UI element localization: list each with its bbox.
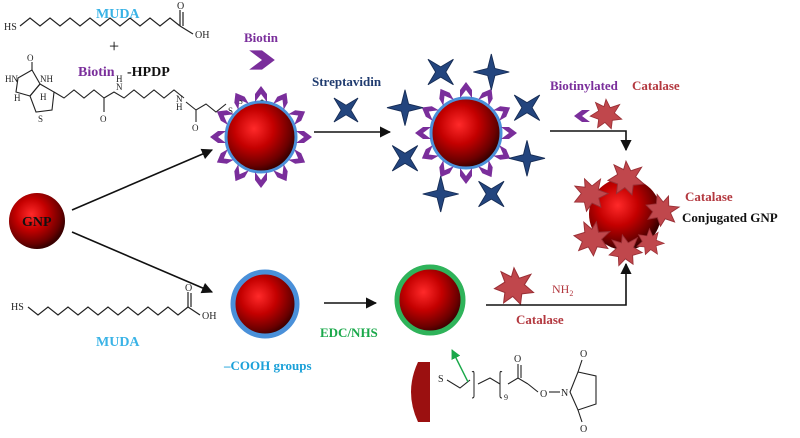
- arrow-gnp-to-biotin: [71, 148, 214, 211]
- muda-bottom-structure: HS OH O: [11, 283, 216, 322]
- muda-top-label: MUDA: [96, 7, 140, 22]
- catalase-bottom-label: Catalase: [516, 312, 564, 327]
- plus-sign: +: [109, 36, 119, 56]
- s-nhs-label: S: [438, 374, 444, 385]
- final-catalase-label: Catalase: [685, 189, 733, 204]
- biotinylated-catalase-label: Catalase: [632, 78, 680, 93]
- biotin-legend-icon: [249, 50, 275, 70]
- biotin-o-label: O: [27, 53, 34, 63]
- muda-bottom-label: MUDA: [96, 335, 140, 350]
- h-amide-label: H: [176, 102, 183, 112]
- n-amide-label: N: [176, 94, 183, 104]
- hpdp-word-label: -HPDP: [127, 65, 170, 80]
- biotinylated-label: Biotinylated: [550, 78, 619, 93]
- n-mid-label: N: [116, 82, 123, 92]
- o-mid-label: O: [192, 123, 199, 133]
- biotin-chevron-icon: [460, 82, 472, 98]
- oh-top-label: OH: [195, 30, 209, 41]
- biotin-chevron-icon: [460, 168, 472, 184]
- arrow-nhs-to-final: [486, 262, 632, 306]
- biotin-chevron-icon: [501, 127, 517, 139]
- nh2-label: NH2: [552, 282, 573, 298]
- free-gnp: [9, 193, 65, 249]
- biotin-chevron-icon: [255, 172, 267, 188]
- oh-bottom-label: OH: [202, 311, 216, 322]
- arrow-strep-to-final: [550, 130, 632, 152]
- o-amide-label: O: [100, 114, 107, 124]
- arrow-green-ester: [451, 349, 469, 383]
- n-nhs-label: N: [561, 388, 568, 399]
- muda-top-structure: HS OH O: [4, 1, 209, 41]
- biotin-chevron-icon: [296, 131, 312, 143]
- streptavidin-label: Streptavidin: [312, 74, 382, 89]
- s-biotin-label: S: [38, 114, 43, 124]
- h-mid-label: H: [116, 74, 123, 84]
- sh-top-label: HS: [4, 22, 17, 33]
- biotin-chevron-icon: [415, 127, 431, 139]
- catalase-amine-icon: [493, 267, 535, 305]
- sh-bottom-label: HS: [11, 302, 24, 313]
- nhs-ester-structure: S 9 O O N O O: [411, 349, 597, 435]
- o-top-label: O: [177, 1, 184, 12]
- cooh-groups-label: –COOH groups: [223, 358, 312, 373]
- o-bottom-label: O: [185, 283, 192, 294]
- h-a-label: H: [14, 93, 21, 103]
- biotin-chevron-icon: [255, 86, 267, 102]
- biotin-arrow-label: Biotin: [244, 30, 279, 45]
- nh2-sub: 2: [569, 289, 573, 298]
- streptavidin-star-icon: [472, 53, 510, 91]
- biotinylated-catalase-icon: [574, 98, 623, 130]
- nh-ring-label: NH: [40, 74, 53, 84]
- arrow-gnp-to-cooh: [71, 231, 214, 294]
- sub9-label: 9: [504, 393, 508, 402]
- o-ester-label: O: [540, 389, 547, 400]
- gnp-label: GNP: [22, 215, 52, 230]
- nh2-n: NH: [552, 282, 570, 296]
- cooh-gnp: [230, 269, 300, 339]
- biotin-gnp: [210, 86, 312, 188]
- streptavidin-star-icon: [386, 89, 424, 127]
- biotin-chevron-icon: [210, 131, 226, 143]
- o-nhs2-label: O: [580, 424, 587, 435]
- streptavidin-star-icon: [422, 175, 460, 213]
- catalase-conjugated-gnp: [567, 160, 684, 269]
- streptavidin-star-icon: [508, 139, 546, 177]
- streptavidin-gnp: [379, 46, 553, 220]
- o-carbonyl-label: O: [514, 354, 521, 365]
- biotin-word-label: Biotin: [78, 65, 115, 80]
- nhs-activated-gnp: [394, 264, 466, 336]
- conjugated-gnp-label: Conjugated GNP: [682, 210, 778, 225]
- h-b-label: H: [40, 92, 47, 102]
- streptavidin-legend-icon: [321, 85, 371, 135]
- hn-label: HN: [5, 74, 18, 84]
- biotin-hpdp-structure: O HN NH H H S O N H N H O S S N: [5, 53, 273, 134]
- s1-label: S: [228, 106, 233, 116]
- s2-label: S: [238, 96, 243, 106]
- reaction-arrows: [71, 126, 632, 309]
- edc-nhs-label: EDC/NHS: [320, 325, 378, 340]
- o-nhs1-label: O: [580, 349, 587, 360]
